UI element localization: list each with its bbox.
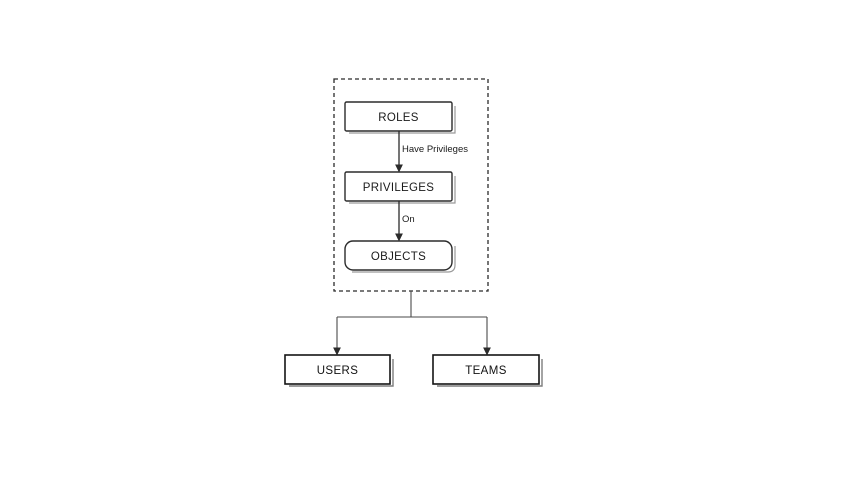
edge-label-have-privileges: Have Privileges bbox=[402, 144, 468, 155]
node-objects-label: OBJECTS bbox=[371, 251, 426, 263]
node-objects-box[interactable] bbox=[344, 240, 453, 271]
node-roles-shadow bbox=[349, 106, 456, 134]
edge-group-to-members bbox=[333, 291, 491, 356]
edge-group-to-teams-arrowhead bbox=[483, 347, 491, 356]
edge-group-to-users-arrowhead bbox=[333, 347, 341, 356]
node-users[interactable]: USERS bbox=[284, 354, 394, 387]
node-privileges-label: PRIVILEGES bbox=[363, 182, 434, 194]
edge-label-on: On bbox=[402, 214, 415, 225]
node-objects-shadow bbox=[352, 246, 456, 273]
edge-roles-to-privileges-arrowhead bbox=[395, 164, 403, 173]
node-teams[interactable]: TEAMS bbox=[432, 354, 543, 387]
node-teams-shadow bbox=[437, 359, 543, 387]
node-objects[interactable]: OBJECTS bbox=[344, 240, 456, 273]
node-users-label: USERS bbox=[317, 365, 359, 377]
node-users-box[interactable] bbox=[284, 354, 391, 385]
node-roles-label: ROLES bbox=[378, 112, 419, 124]
node-privileges[interactable]: PRIVILEGES bbox=[344, 171, 456, 204]
edge-roles-to-privileges: Have Privileges bbox=[395, 131, 468, 173]
node-teams-box[interactable] bbox=[432, 354, 540, 385]
edge-privileges-to-objects: On bbox=[395, 201, 415, 242]
node-teams-label: TEAMS bbox=[465, 365, 507, 377]
edge-privileges-to-objects-arrowhead bbox=[395, 233, 403, 242]
node-privileges-shadow bbox=[349, 176, 456, 204]
node-roles[interactable]: ROLES bbox=[344, 101, 456, 134]
node-users-shadow bbox=[289, 359, 394, 387]
